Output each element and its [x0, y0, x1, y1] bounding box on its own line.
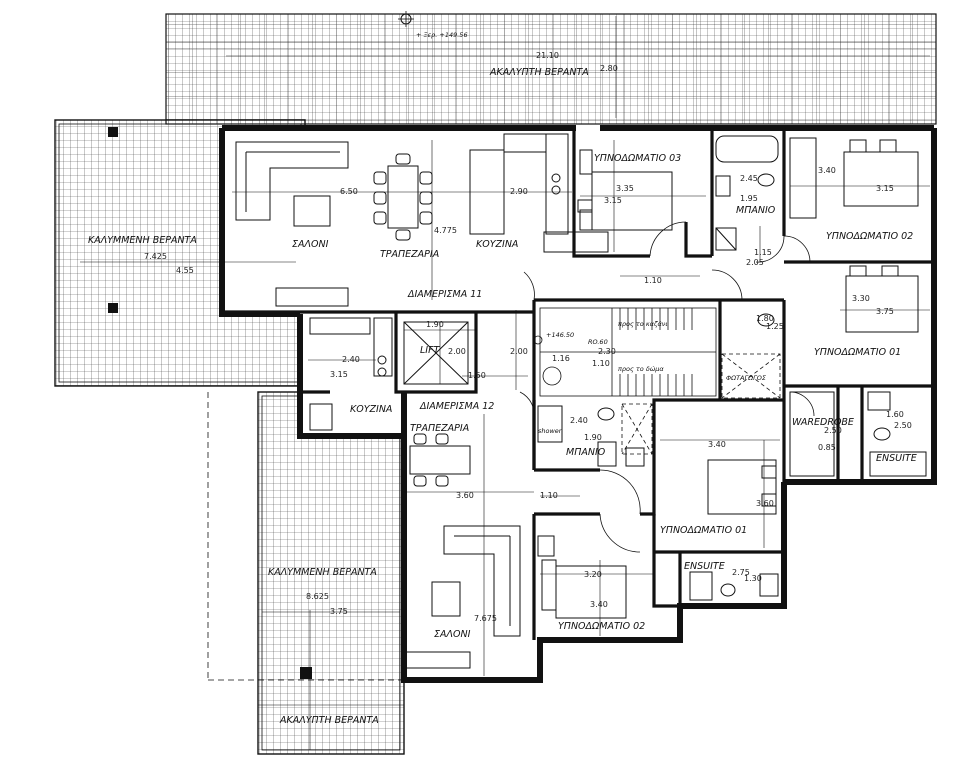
- dim-110: 1.10: [644, 276, 662, 285]
- top-veranda: [165, 11, 937, 125]
- dim-bedroom-03-1: 3.35: [616, 184, 634, 193]
- dim-bath-12-2: 1.90: [584, 433, 602, 442]
- interior-walls: [222, 128, 934, 640]
- label-shower: shower: [538, 427, 562, 435]
- dim-230: 2.30: [598, 347, 616, 356]
- dim-kitchen-11-width: 2.90: [510, 187, 528, 196]
- dim-340: 3.40: [708, 440, 726, 449]
- label-uncovered-veranda-bottom: ΑΚΑΛΥΠΤΗ ΒΕΡΑΝΤΑ: [280, 715, 379, 726]
- dim-ensuite-right-2: 2.50: [894, 421, 912, 430]
- dim-180: 1.80: [756, 314, 774, 323]
- label-wardrobe: WAREDROBE: [792, 417, 854, 428]
- lift-shaft: [403, 321, 469, 385]
- dimension-lines: [80, 16, 930, 750]
- label-bathroom-top: ΜΠΑΝΙΟ: [736, 205, 776, 216]
- label-living-room-11: ΣΑΛΟΝΙ: [292, 239, 329, 250]
- label-bedroom-02-top: ΥΠΝΟΔΩΜΑΤΙΟ 02: [826, 231, 914, 242]
- label-kitchen-12: ΚΟΥΖΙΝΑ: [350, 404, 393, 415]
- label-dining-12: ΤΡΑΠΕΖΑΡΙΑ: [410, 423, 470, 434]
- dim-110-bottom: 1.10: [540, 491, 558, 500]
- dim-110-stair: 1.10: [592, 359, 610, 368]
- label-bedroom-01-top: ΥΠΝΟΔΩΜΑΤΙΟ 01: [814, 347, 902, 358]
- dim-wardrobe-1: 2.50: [824, 426, 842, 435]
- door-swings: [519, 221, 815, 553]
- dim-360-bottom: 3.60: [456, 491, 474, 500]
- dim-bath-12-1: 2.40: [570, 416, 588, 425]
- label-living-room-12: ΣΑΛΟΝΙ: [434, 629, 471, 640]
- level-mark-stair: +146.50: [546, 331, 575, 339]
- label-lift: LIFT: [420, 345, 440, 356]
- dim-150: 1.50: [468, 371, 486, 380]
- dim-360: 3.60: [756, 499, 774, 508]
- interior-floor: [222, 128, 934, 680]
- dim-bedroom-01-top-1: 3.30: [852, 294, 870, 303]
- dim-bedroom-02-top-1: 3.40: [818, 166, 836, 175]
- label-covered-veranda-left: ΚΑΛΥΜΜΕΝΗ ΒΕΡΑΝΤΑ: [88, 235, 197, 246]
- label-ro60: RO.60: [588, 338, 608, 346]
- label-ensuite-right: ENSUITE: [876, 453, 917, 464]
- dim-lift-width: 1.90: [426, 320, 444, 329]
- dim-bottom-veranda-1: 8.625: [306, 592, 329, 601]
- label-to-roof: προς το δώμα: [618, 365, 664, 373]
- dim-116: 1.16: [552, 354, 570, 363]
- dim-ensuite-right-1: 1.60: [886, 410, 904, 419]
- furniture: [235, 133, 927, 669]
- label-ensuite-bottom: ENSUITE: [684, 561, 725, 572]
- label-bedroom-02-bottom: ΥΠΝΟΔΩΜΑΤΙΟ 02: [558, 621, 646, 632]
- dim-bedroom-01-top-2: 3.75: [876, 307, 894, 316]
- staircase: [533, 307, 717, 397]
- dim-bedroom-02-top-2: 3.15: [876, 184, 894, 193]
- label-covered-veranda-bottom: ΚΑΛΥΜΜΕΝΗ ΒΕΡΑΝΤΑ: [268, 567, 377, 578]
- exterior-walls: [219, 125, 937, 683]
- level-mark-top: + Ξερ. +149.56: [416, 31, 468, 39]
- label-bathroom-12: ΜΠΑΝΙΟ: [566, 447, 606, 458]
- dim-wardrobe-2: 0.85: [818, 443, 836, 452]
- label-kitchen-11: ΚΟΥΖΙΝΑ: [476, 239, 519, 250]
- dim-125: 1.25: [766, 322, 784, 331]
- dim-bedroom-02-bottom-1: 3.20: [584, 570, 602, 579]
- dim-left-veranda-2: 4.55: [176, 266, 194, 275]
- dim-living-11-width: 6.50: [340, 187, 358, 196]
- label-light-well: ΦΩΤΑΓΩΓΟΣ: [726, 374, 766, 382]
- dim-top-depth: 2.80: [600, 64, 618, 73]
- dim-ensuite-bottom-2: 1.30: [744, 574, 762, 583]
- dim-205: 2.05: [746, 258, 764, 267]
- dim-ensuite-bottom-1: 2.75: [732, 568, 750, 577]
- label-to-boiler: προς το καζάνι: [618, 320, 668, 328]
- dim-bedroom-03-2: 3.15: [604, 196, 622, 205]
- label-apartment-11: ΔΙΑΜΕΡΙΣΜΑ 11: [408, 289, 483, 300]
- label-apartment-12: ΔΙΑΜΕΡΙΣΜΑ 12: [420, 401, 495, 412]
- dim-7675: 7.675: [474, 614, 497, 623]
- label-dining-11: ΤΡΑΠΕΖΑΡΙΑ: [380, 249, 440, 260]
- light-well: [621, 353, 781, 455]
- dim-top-width: 21.10: [536, 51, 559, 60]
- label-uncovered-veranda-top: ΑΚΑΛΥΠΤΗ ΒΕΡΑΝΤΑ: [490, 67, 589, 78]
- label-bedroom-03: ΥΠΝΟΔΩΜΑΤΙΟ 03: [594, 153, 682, 164]
- dim-115: 1.15: [754, 248, 772, 257]
- dim-lift-depth: 2.00: [448, 347, 466, 356]
- dim-bath-top-1: 2.45: [740, 174, 758, 183]
- dim-kitchen-12-2: 3.15: [330, 370, 348, 379]
- dim-4775: 4.775: [434, 226, 457, 235]
- dim-kitchen-12-1: 2.40: [342, 355, 360, 364]
- dim-bedroom-02-bottom-2: 3.40: [590, 600, 608, 609]
- dim-bottom-veranda-2: 3.75: [330, 607, 348, 616]
- dim-left-veranda-1: 7.425: [144, 252, 167, 261]
- dim-bath-top-2: 1.95: [740, 194, 758, 203]
- dim-stair-200: 2.00: [510, 347, 528, 356]
- label-bedroom-01-bottom: ΥΠΝΟΔΩΜΑΤΙΟ 01: [660, 525, 748, 536]
